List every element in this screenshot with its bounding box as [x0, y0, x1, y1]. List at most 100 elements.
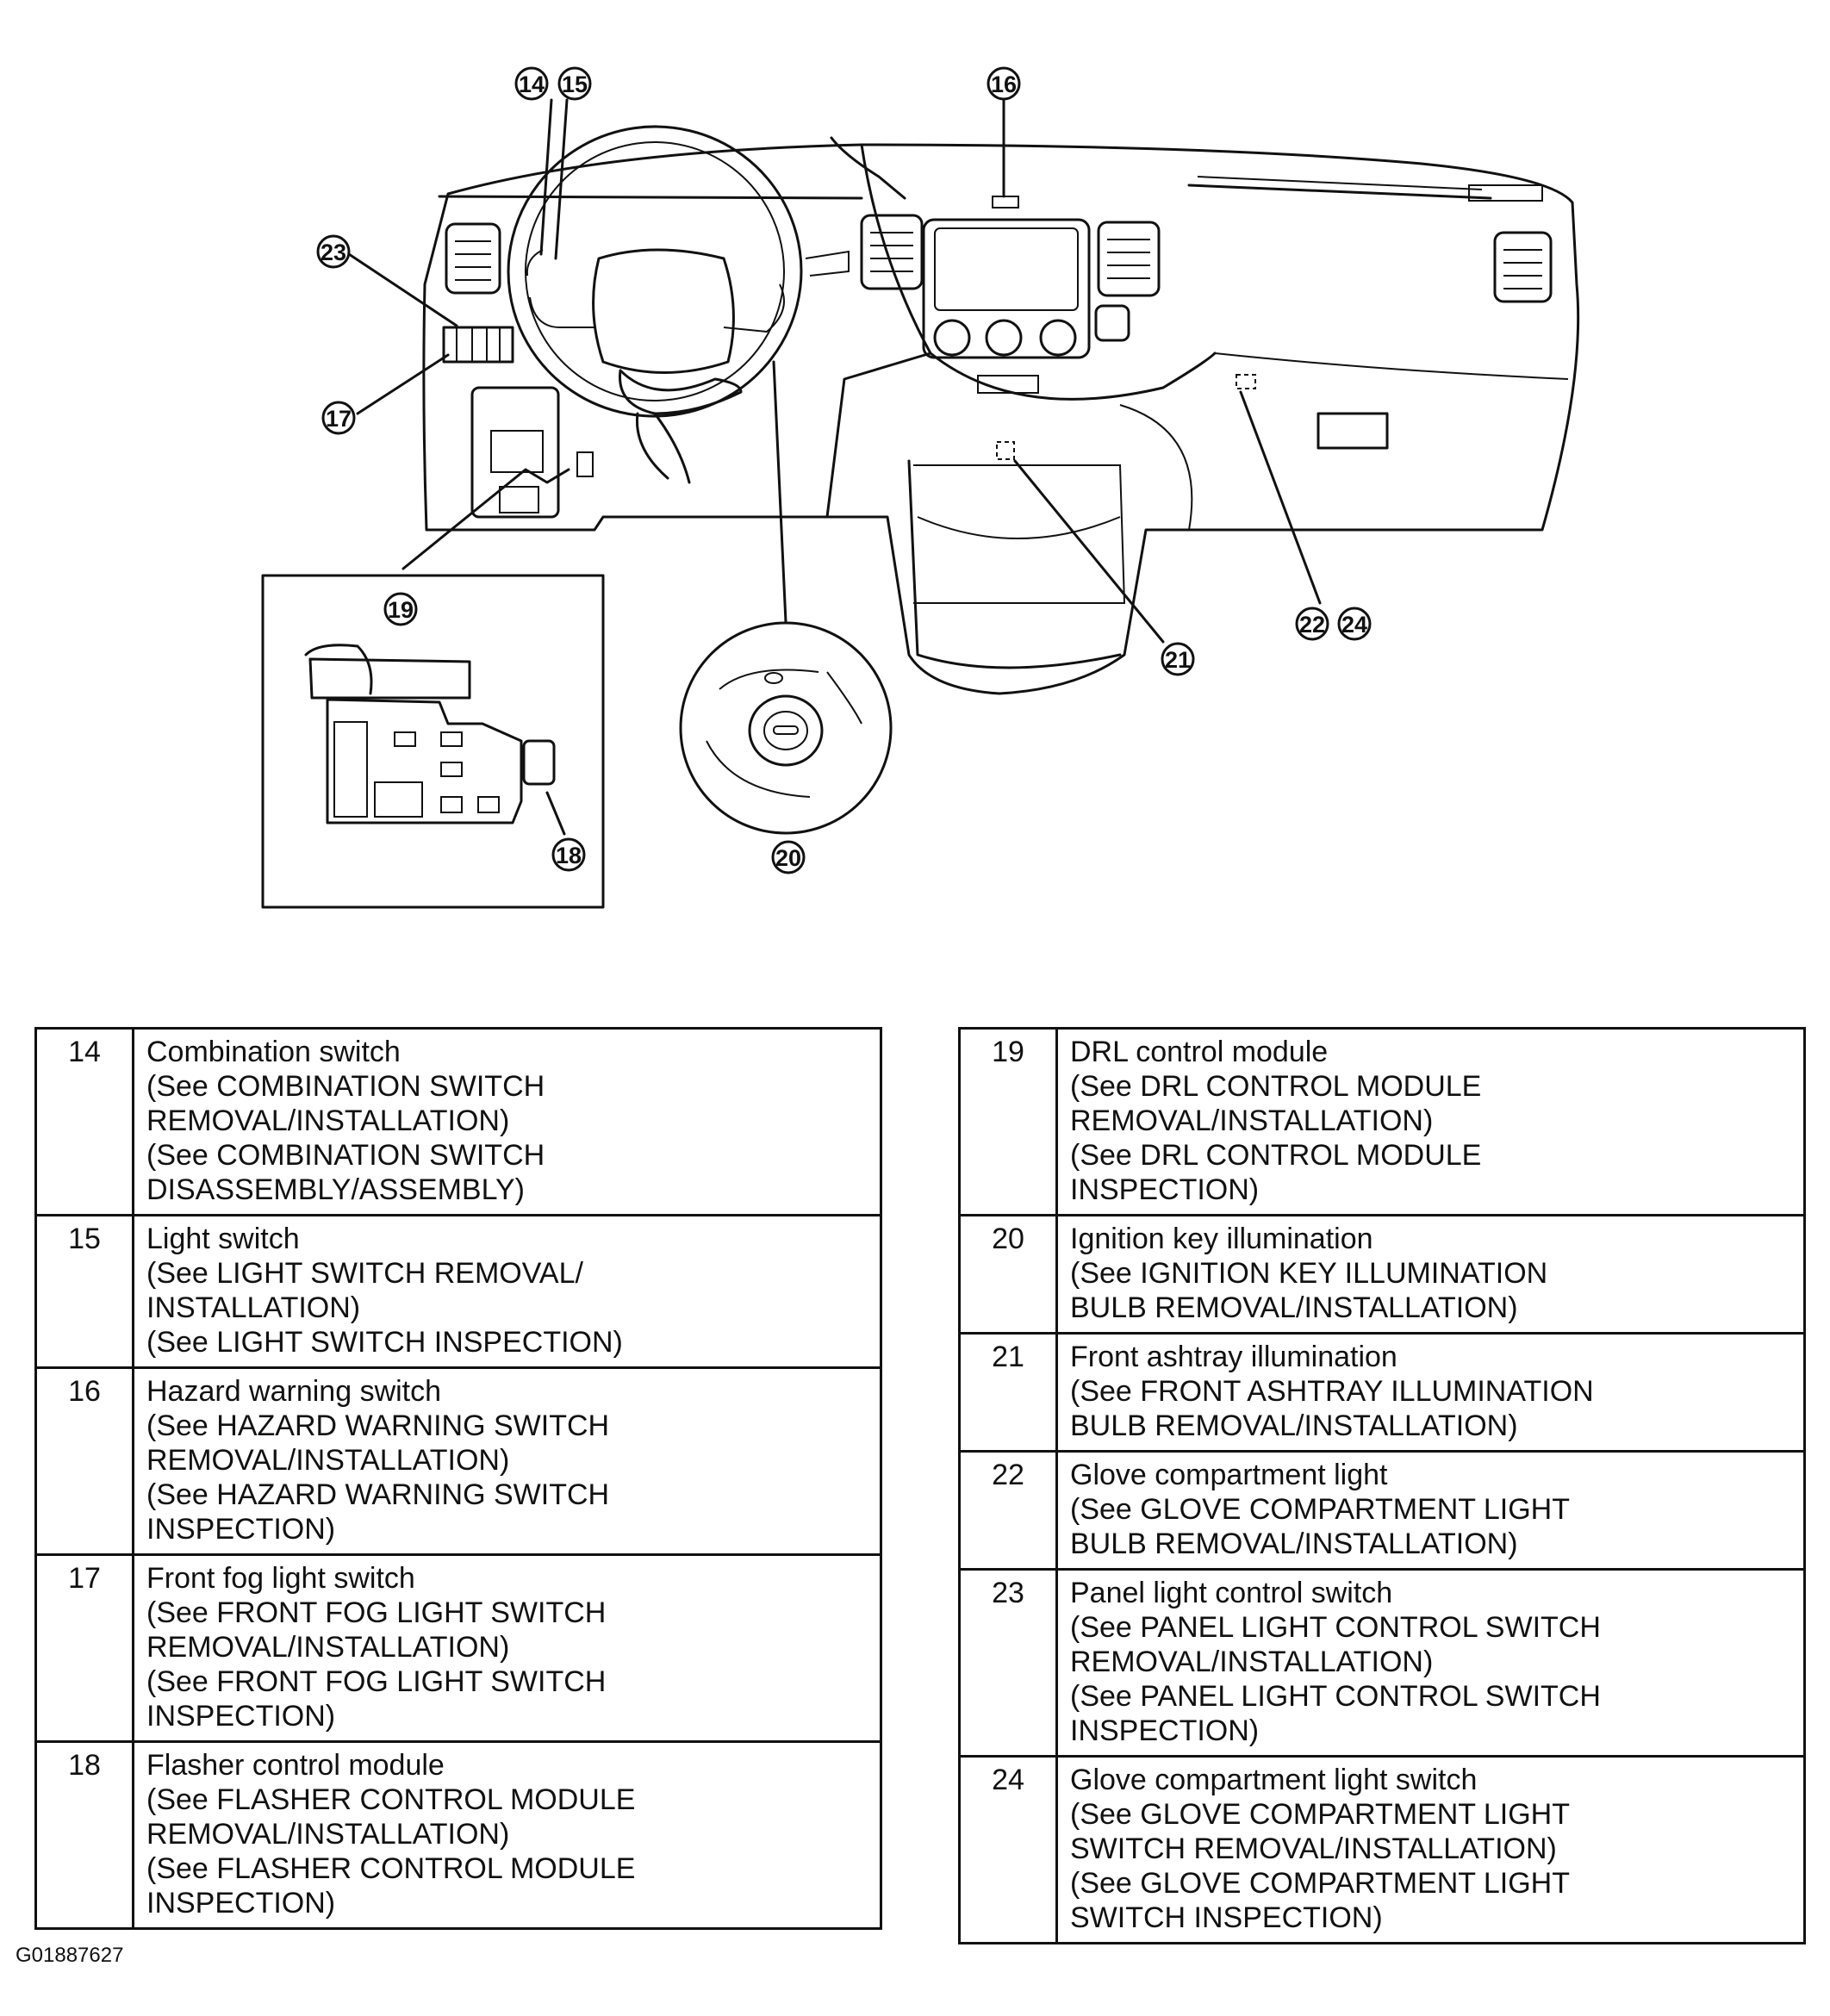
- legend-item-reference: (See DRL CONTROL MODULE: [1070, 1070, 1482, 1103]
- callout-14-label: 14: [519, 72, 545, 97]
- dashboard-illustration: [422, 125, 1580, 695]
- legend-item-description: Glove compartment light(See GLOVE COMPAR…: [1055, 1450, 1806, 1571]
- legend-item-reference: (See COMBINATION SWITCH: [146, 1139, 545, 1172]
- callout-16: 16: [987, 66, 1021, 101]
- callout-20-label: 20: [775, 845, 801, 871]
- legend-item-reference: REMOVAL/INSTALLATION): [1070, 1646, 1434, 1678]
- legend-item-title: Ignition key illumination: [1070, 1223, 1373, 1255]
- callout-24-label: 24: [1341, 612, 1367, 638]
- legend-item-reference: (See PANEL LIGHT CONTROL SWITCH: [1070, 1611, 1601, 1644]
- legend-item-reference: (See FRONT FOG LIGHT SWITCH: [146, 1596, 607, 1629]
- legend-item-description: DRL control module(See DRL CONTROL MODUL…: [1055, 1027, 1806, 1216]
- legend-item-reference: (See GLOVE COMPARTMENT LIGHT: [1070, 1798, 1571, 1831]
- legend-item-reference: REMOVAL/INSTALLATION): [146, 1631, 510, 1664]
- legend-item-reference: BULB REMOVAL/INSTALLATION): [1070, 1528, 1518, 1560]
- legend-item-reference: (See LIGHT SWITCH INSPECTION): [146, 1326, 623, 1359]
- legend-item-description: Glove compartment light switch(See GLOVE…: [1055, 1755, 1806, 1944]
- legend-item-description: Combination switch(See COMBINATION SWITC…: [132, 1027, 882, 1216]
- legend-item-reference: (See DRL CONTROL MODULE: [1070, 1139, 1482, 1172]
- legend-item-title: Glove compartment light: [1070, 1459, 1388, 1491]
- legend-item-description: Front ashtray illumination(See FRONT ASH…: [1055, 1332, 1806, 1453]
- callout-17-label: 17: [326, 406, 352, 432]
- legend-item-title: Flasher control module: [146, 1749, 445, 1782]
- legend-item-number: 23: [958, 1568, 1058, 1758]
- legend-item-reference: INSPECTION): [146, 1887, 336, 1920]
- legend-item-title: DRL control module: [1070, 1036, 1329, 1068]
- legend-item-reference: (See HAZARD WARNING SWITCH: [146, 1409, 610, 1442]
- callout-23: 23: [316, 234, 351, 269]
- legend-item-reference: INSTALLATION): [146, 1291, 361, 1324]
- callout-16-label: 16: [991, 72, 1017, 97]
- legend-item-number: 18: [34, 1740, 134, 1930]
- callout-20: 20: [771, 840, 806, 874]
- legend-item-reference: REMOVAL/INSTALLATION): [146, 1444, 510, 1477]
- legend-item-title: Glove compartment light switch: [1070, 1764, 1478, 1796]
- legend-item-title: Front ashtray illumination: [1070, 1341, 1397, 1373]
- callout-15-label: 15: [562, 72, 588, 97]
- callout-19: 19: [383, 592, 418, 626]
- legend-item-number: 16: [34, 1366, 134, 1556]
- legend-item-reference: (See LIGHT SWITCH REMOVAL/: [146, 1257, 583, 1290]
- callout-18: 18: [551, 837, 586, 872]
- legend-item-title: Panel light control switch: [1070, 1577, 1393, 1609]
- legend-item-description: Hazard warning switch(See HAZARD WARNING…: [132, 1366, 882, 1556]
- callout-21-label: 21: [1165, 647, 1191, 673]
- legend-item-reference: SWITCH REMOVAL/INSTALLATION): [1070, 1832, 1557, 1865]
- legend-item-number: 20: [958, 1214, 1058, 1335]
- legend-item-number: 14: [34, 1027, 134, 1216]
- legend-item-reference: INSPECTION): [146, 1700, 336, 1733]
- legend-item-number: 19: [958, 1027, 1058, 1216]
- callout-23-label: 23: [321, 240, 346, 265]
- figure-id: G01887627: [16, 1944, 124, 1967]
- callout-15: 15: [557, 66, 592, 101]
- legend-item-reference: (See HAZARD WARNING SWITCH: [146, 1478, 610, 1511]
- legend-item-reference: INSPECTION): [1070, 1173, 1260, 1206]
- callout-17: 17: [321, 401, 356, 435]
- legend-item-reference: (See COMBINATION SWITCH: [146, 1070, 545, 1103]
- legend-item-reference: (See FRONT ASHTRAY ILLUMINATION: [1070, 1375, 1594, 1408]
- ignition-inset: [679, 621, 893, 835]
- legend-item-description: Front fog light switch(See FRONT FOG LIG…: [132, 1553, 882, 1743]
- callout-24: 24: [1337, 607, 1372, 641]
- legend-item-reference: (See FLASHER CONTROL MODULE: [146, 1852, 636, 1885]
- legend-item-reference: SWITCH INSPECTION): [1070, 1901, 1383, 1934]
- legend-item-description: Ignition key illumination(See IGNITION K…: [1055, 1214, 1806, 1335]
- legend-item-reference: (See IGNITION KEY ILLUMINATION: [1070, 1257, 1548, 1290]
- legend-item-reference: (See GLOVE COMPARTMENT LIGHT: [1070, 1493, 1571, 1526]
- callout-14: 14: [514, 66, 549, 101]
- legend-item-reference: BULB REMOVAL/INSTALLATION): [1070, 1291, 1518, 1324]
- legend-item-number: 22: [958, 1450, 1058, 1571]
- legend-item-title: Front fog light switch: [146, 1562, 415, 1595]
- legend-item-number: 24: [958, 1755, 1058, 1944]
- legend-item-title: Combination switch: [146, 1036, 401, 1068]
- legend-item-title: Hazard warning switch: [146, 1375, 442, 1408]
- legend-item-reference: (See FLASHER CONTROL MODULE: [146, 1783, 636, 1816]
- callout-21: 21: [1161, 642, 1195, 676]
- legend-item-description: Panel light control switch(See PANEL LIG…: [1055, 1568, 1806, 1758]
- dashboard-diagram: 14 15 16 17 18 19 20 21 22 23 24: [261, 66, 1580, 909]
- legend-item-reference: (See PANEL LIGHT CONTROL SWITCH: [1070, 1680, 1601, 1713]
- legend-item-description: Light switch(See LIGHT SWITCH REMOVAL/IN…: [132, 1214, 882, 1369]
- legend-item-reference: REMOVAL/INSTALLATION): [1070, 1104, 1434, 1137]
- legend-item-number: 21: [958, 1332, 1058, 1453]
- legend-item-reference: BULB REMOVAL/INSTALLATION): [1070, 1409, 1518, 1442]
- callout-19-label: 19: [388, 597, 414, 623]
- callout-18-label: 18: [556, 843, 582, 868]
- legend-item-number: 15: [34, 1214, 134, 1369]
- module-inset: [261, 574, 605, 909]
- callout-22: 22: [1295, 607, 1329, 641]
- callout-22-label: 22: [1299, 612, 1325, 638]
- legend-item-number: 17: [34, 1553, 134, 1743]
- legend-item-reference: DISASSEMBLY/ASSEMBLY): [146, 1173, 525, 1206]
